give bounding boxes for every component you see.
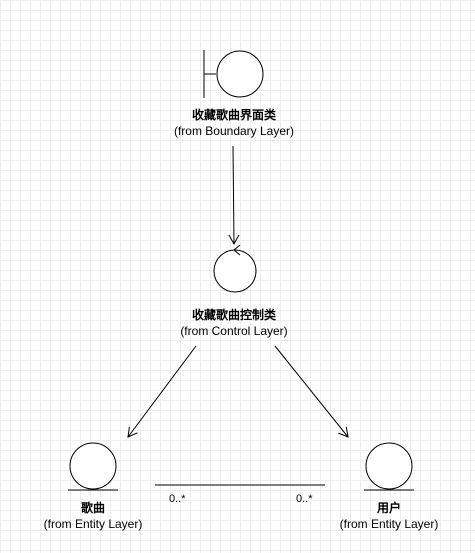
control-class-name: 收藏歌曲控制类 [192, 307, 277, 322]
entity-user-icon [365, 442, 413, 490]
entity-song-origin: (from Entity Layer) [44, 517, 143, 531]
control-icon [213, 249, 257, 293]
association-left-multiplicity: 0..* [169, 493, 186, 505]
association-right-multiplicity: 0..* [296, 493, 313, 505]
control-to-user-arrow [274, 345, 349, 438]
entity-song-icon [69, 442, 117, 490]
control-arrowhead-icon [233, 244, 241, 256]
boundary-to-control-arrow [228, 145, 240, 246]
entity-song-name: 歌曲 [81, 500, 105, 515]
boundary-icon [216, 50, 264, 98]
control-class[interactable]: 收藏歌曲控制类 (from Control Layer) [180, 244, 288, 338]
boundary-class-origin: (from Boundary Layer) [174, 124, 294, 138]
entity-user-name: 用户 [376, 500, 401, 515]
entity-song-class[interactable]: 歌曲 (from Entity Layer) [44, 442, 143, 531]
control-to-song-arrow [127, 345, 197, 438]
boundary-class-name: 收藏歌曲界面类 [192, 107, 277, 122]
control-class-origin: (from Control Layer) [180, 324, 287, 338]
entity-user-origin: (from Entity Layer) [340, 517, 439, 531]
boundary-class[interactable]: 收藏歌曲界面类 (from Boundary Layer) [174, 50, 294, 138]
entity-user-class[interactable]: 用户 (from Entity Layer) [340, 442, 439, 531]
